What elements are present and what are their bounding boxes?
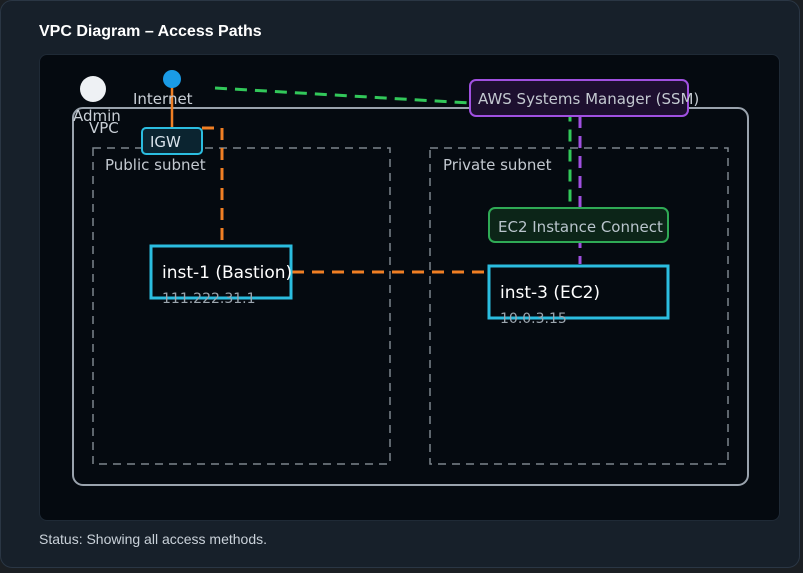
status-text: Status: Showing all access methods. xyxy=(39,531,268,547)
internet-icon[interactable] xyxy=(163,70,181,88)
public-subnet-label: Public subnet xyxy=(105,156,206,174)
vpc-label: VPC xyxy=(89,119,119,137)
eic-box[interactable] xyxy=(488,207,669,243)
bastion-access-path[interactable] xyxy=(202,126,224,243)
ec2-ip: 10.0.3.15 xyxy=(500,311,567,327)
bastion-ip: 111.222.31.1 xyxy=(162,291,256,307)
vpc-diagram: Admin Internet VPC IGW Public subnet Pri… xyxy=(72,70,749,486)
igw-label: IGW xyxy=(150,133,181,151)
igw-box[interactable] xyxy=(141,127,203,155)
ssm-label: AWS Systems Manager (SSM) xyxy=(478,90,699,108)
ssm-box[interactable] xyxy=(469,79,689,117)
eic-label: EC2 Instance Connect xyxy=(498,218,663,236)
diagram-canvas: Admin Internet VPC IGW Public subnet Pri… xyxy=(39,54,780,521)
internet-label: Internet xyxy=(133,90,193,108)
admin-label: Admin xyxy=(73,107,121,125)
bastion-instance-box[interactable] xyxy=(149,244,293,300)
private-subnet-label: Private subnet xyxy=(443,156,552,174)
public-subnet-boundary xyxy=(92,147,391,465)
private-subnet-boundary xyxy=(429,147,729,465)
ec2-name: inst-3 (EC2) xyxy=(500,283,600,303)
vpc-boundary xyxy=(72,107,749,486)
ec2-instance-box[interactable] xyxy=(487,264,670,320)
page-title: VPC Diagram – Access Paths xyxy=(39,23,262,40)
bastion-name: inst-1 (Bastion) xyxy=(162,263,292,283)
admin-icon[interactable] xyxy=(80,76,106,102)
